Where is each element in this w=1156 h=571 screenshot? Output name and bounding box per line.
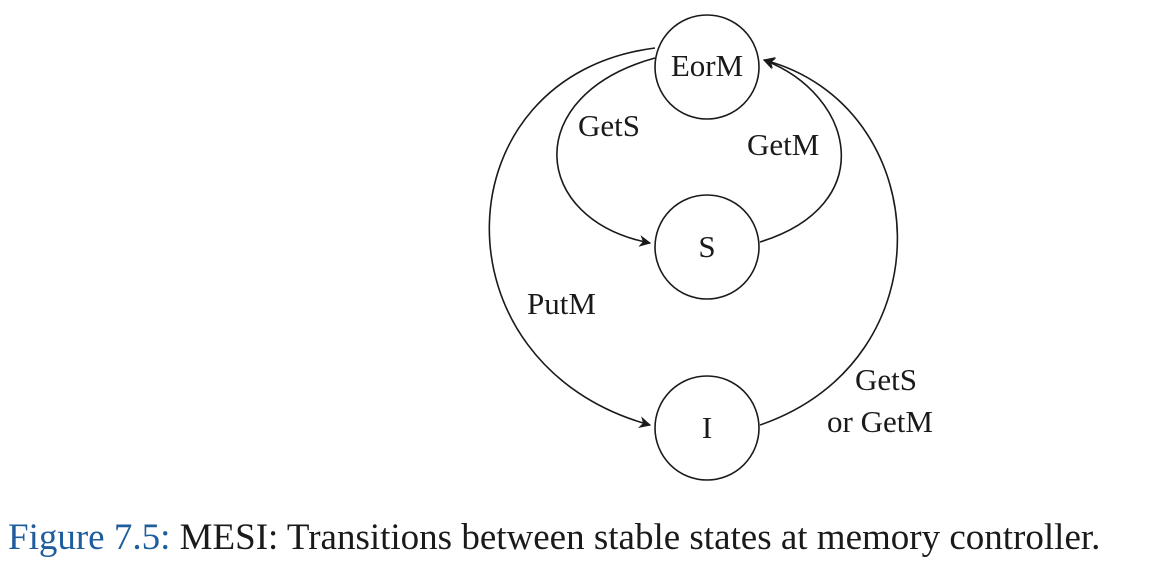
edge-i-to-eorm bbox=[759, 56, 899, 426]
state-i-label: I bbox=[702, 410, 712, 445]
state-i: I bbox=[654, 375, 760, 481]
state-eorm: EorM bbox=[654, 14, 760, 120]
state-eorm-label: EorM bbox=[671, 48, 743, 83]
figure-number: Figure 7.5: bbox=[8, 517, 171, 558]
edge-s-to-eorm bbox=[759, 58, 843, 243]
label-eorm-to-s: GetS bbox=[578, 108, 640, 143]
state-s-label: S bbox=[698, 229, 715, 264]
label-i-to-eorm-line2: or GetM bbox=[827, 404, 933, 439]
figure-caption: Figure 7.5: MESI: Transitions between st… bbox=[8, 516, 1100, 559]
state-s: S bbox=[654, 194, 760, 300]
edge-eorm-to-s bbox=[556, 57, 656, 247]
label-i-to-eorm-line1: GetS bbox=[855, 362, 917, 397]
label-s-to-eorm: GetM bbox=[747, 127, 819, 162]
caption-text: MESI: Transitions between stable states … bbox=[179, 517, 1101, 558]
label-eorm-to-i: PutM bbox=[527, 286, 596, 321]
edge-eorm-to-i bbox=[488, 47, 656, 428]
state-diagram: EorM S I GetS GetM PutM GetS or GetM bbox=[488, 14, 933, 481]
